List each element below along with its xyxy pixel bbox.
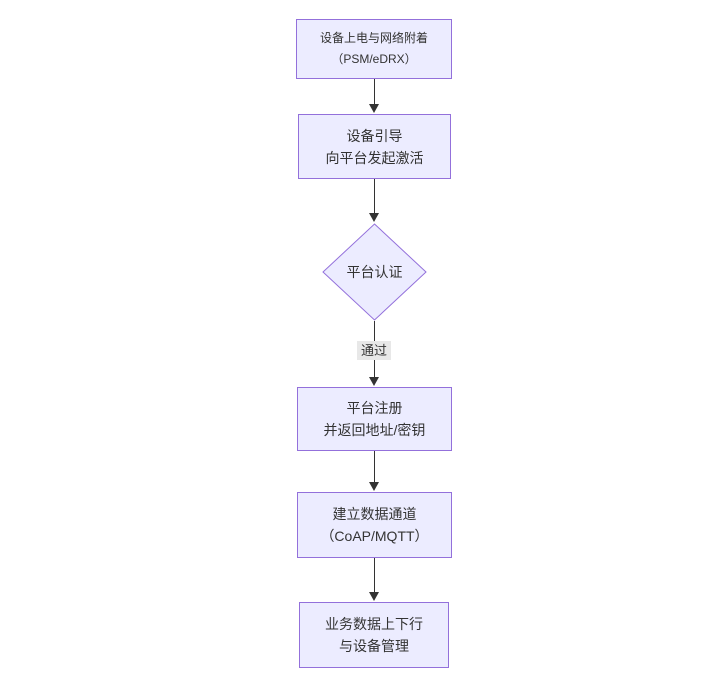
diamond-shape	[322, 223, 427, 321]
node-label-line: 平台认证	[346, 264, 403, 280]
node-label-line: 平台注册	[346, 400, 403, 416]
node-label-line: （PSM/eDRX）	[331, 52, 417, 66]
flow-node-power-attach: 设备上电与网络附着 （PSM/eDRX）	[296, 19, 452, 79]
node-label-line: 向平台发起激活	[325, 149, 424, 166]
node-label-line: 业务数据上下行	[325, 616, 423, 632]
edge-label-pass: 通过	[356, 341, 392, 360]
flow-node-bootstrap: 设备引导 向平台发起激活	[298, 114, 451, 179]
arrowhead-down-icon	[369, 482, 379, 491]
arrowhead-down-icon	[369, 592, 379, 601]
flow-node-data-channel: 建立数据通道 （CoAP/MQTT）	[297, 492, 452, 558]
arrowhead-down-icon	[369, 213, 379, 222]
flow-node-business-data: 业务数据上下行 与设备管理	[299, 602, 449, 668]
arrow-register-to-channel	[374, 451, 375, 483]
flow-node-platform-register: 平台注册 并返回地址/密钥	[297, 387, 452, 451]
arrow-channel-to-business	[374, 558, 375, 593]
arrow-bootstrap-to-auth	[374, 179, 375, 214]
arrow-power-to-bootstrap	[374, 79, 375, 105]
node-label-line: （CoAP/MQTT）	[320, 528, 429, 544]
arrowhead-down-icon	[369, 377, 379, 386]
node-label-line: 并返回地址/密钥	[323, 422, 426, 438]
node-label-line: 建立数据通道	[332, 506, 417, 522]
node-label-line: 设备上电与网络附着	[319, 31, 428, 45]
arrowhead-down-icon	[369, 104, 379, 113]
flow-node-platform-auth: 平台认证	[322, 223, 427, 321]
node-label-line: 设备引导	[346, 127, 403, 144]
node-label-line: 与设备管理	[339, 638, 409, 654]
